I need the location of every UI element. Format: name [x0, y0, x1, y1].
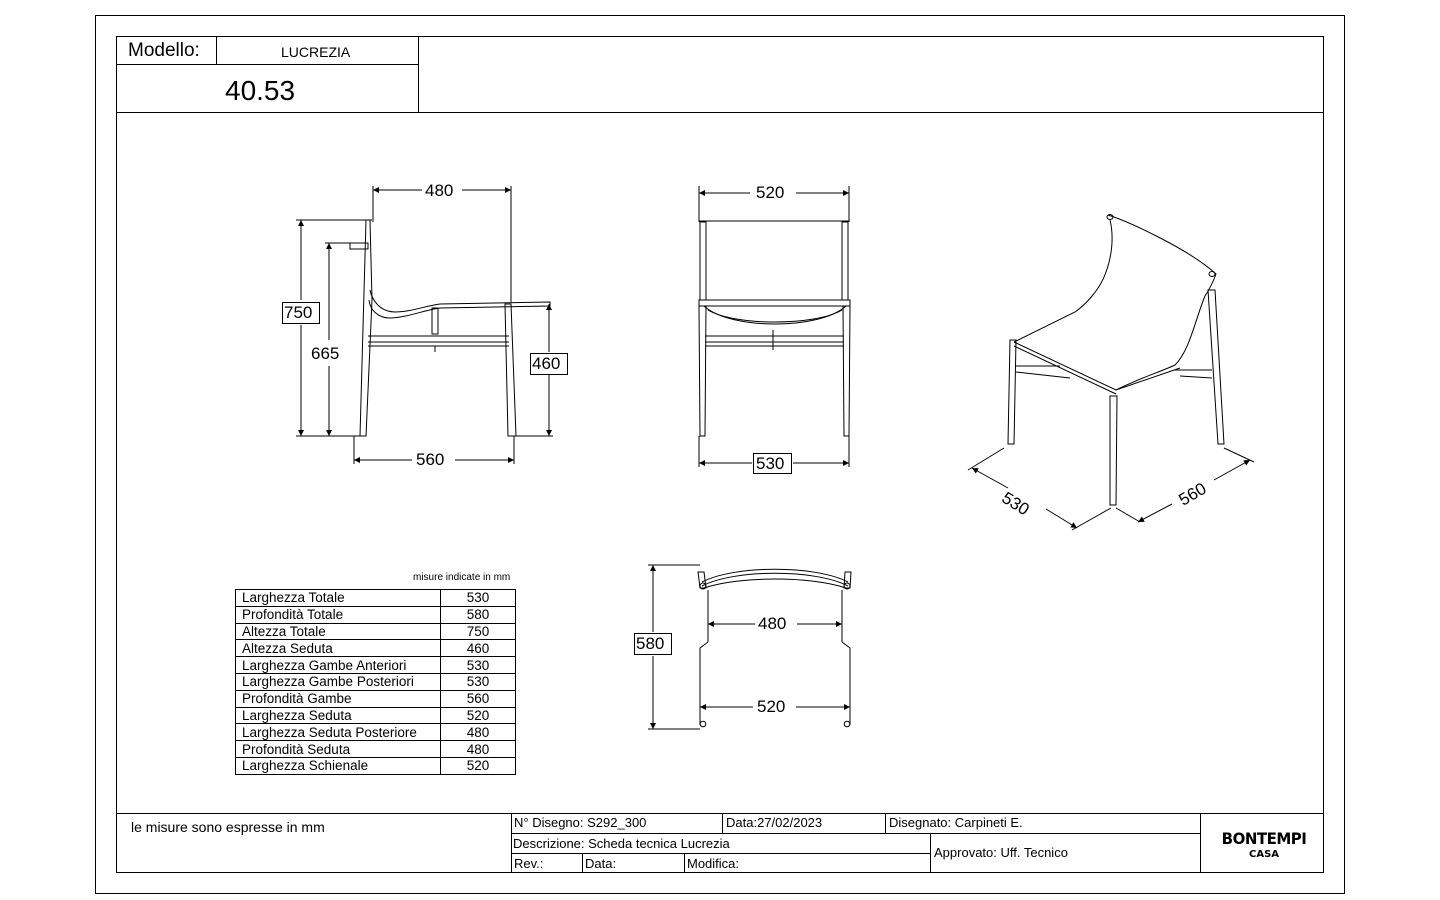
model-label: Modello: — [128, 40, 200, 61]
dim-top-depth: 580 — [636, 634, 665, 653]
dim-side-height-total: 750 — [284, 303, 313, 322]
approved-by: Approvato: Uff. Tecnico — [934, 845, 1068, 860]
drawn-by: Disegnato: Carpineti E. — [889, 815, 1023, 830]
modification: Modifica: — [687, 856, 740, 871]
model-code: 40.53 — [225, 75, 296, 106]
dim-front-width-top: 520 — [756, 183, 785, 202]
spec-label: Altezza Seduta — [235, 639, 441, 658]
side-view — [282, 186, 568, 464]
dim-side-depth-base: 560 — [416, 450, 445, 469]
spec-label: Profondità Totale — [235, 605, 441, 624]
spec-label: Profondità Seduta — [235, 740, 441, 758]
bontempi-logo: BONTEMPI CASA — [1212, 830, 1316, 860]
spec-value: 480 — [440, 723, 516, 742]
description: Descrizione: Scheda tecnica Lucrezia — [513, 836, 730, 851]
dim-side-seat-height: 460 — [532, 354, 561, 373]
spec-label: Larghezza Gambe Anteriori — [235, 656, 441, 674]
spec-label: Larghezza Totale — [235, 589, 441, 607]
dim-top-rear-width: 480 — [758, 614, 787, 633]
dim-side-width-top: 480 — [425, 181, 454, 200]
top-view — [634, 564, 852, 730]
model-name: LUCREZIA — [281, 44, 351, 60]
spec-value: 750 — [440, 622, 516, 641]
units-note: le misure sono espresse in mm — [131, 819, 325, 835]
spec-value: 530 — [440, 656, 516, 674]
drawing-date: Data:27/02/2023 — [726, 815, 823, 830]
spec-label: Larghezza Seduta Posteriore — [235, 723, 441, 742]
spec-value: 520 — [440, 706, 516, 725]
title-block-grid — [116, 813, 1324, 873]
specs-unit-note: misure indicate in mm — [413, 572, 511, 583]
spec-value: 580 — [440, 605, 516, 624]
spec-label: Larghezza Seduta — [235, 706, 441, 725]
spec-value: 520 — [440, 756, 516, 775]
front-view — [698, 186, 851, 474]
logo-sub-text: CASA — [1248, 849, 1280, 860]
dim-front-width-base: 530 — [756, 454, 785, 473]
outer-frame — [95, 15, 1345, 894]
isometric-view — [967, 214, 1255, 531]
inner-frame — [116, 36, 1324, 873]
drawing-number: N° Disegno: S292_300 — [514, 815, 647, 830]
spec-label: Altezza Totale — [235, 622, 441, 641]
spec-value: 560 — [440, 689, 516, 708]
spec-value: 460 — [440, 639, 516, 658]
logo-main-text: BONTEMPI — [1221, 829, 1307, 849]
spec-label: Larghezza Schienale — [235, 756, 441, 775]
spec-label: Profondità Gambe — [235, 689, 441, 708]
spec-value: 480 — [440, 740, 516, 758]
dim-side-height-arm: 665 — [311, 344, 340, 363]
spec-label: Larghezza Gambe Posteriori — [235, 672, 441, 691]
dim-top-front-width: 520 — [757, 697, 786, 716]
revision: Rev.: — [514, 856, 544, 871]
revision-date: Data: — [585, 856, 617, 871]
spec-value: 530 — [440, 672, 516, 691]
spec-value: 530 — [440, 589, 516, 607]
